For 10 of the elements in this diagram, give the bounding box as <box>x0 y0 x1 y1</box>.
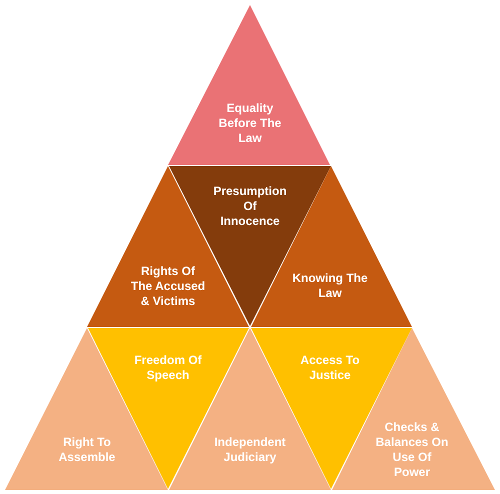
segment-label: Checks & Balances On Use Of Power <box>374 420 450 480</box>
segment-label: Presumption Of Innocence <box>212 184 288 229</box>
segment-label: Knowing The Law <box>291 271 369 301</box>
segment-label: Access To Justice <box>299 353 361 383</box>
segment-label: Rights Of The Accused & Victims <box>130 264 206 309</box>
segment-label: Equality Before The Law <box>218 101 282 146</box>
segment-label: Independent Judiciary <box>213 435 287 465</box>
segment-label: Right To Assemble <box>58 435 116 465</box>
segment-label: Freedom Of Speech <box>133 353 203 383</box>
triangle-segment <box>168 5 330 165</box>
